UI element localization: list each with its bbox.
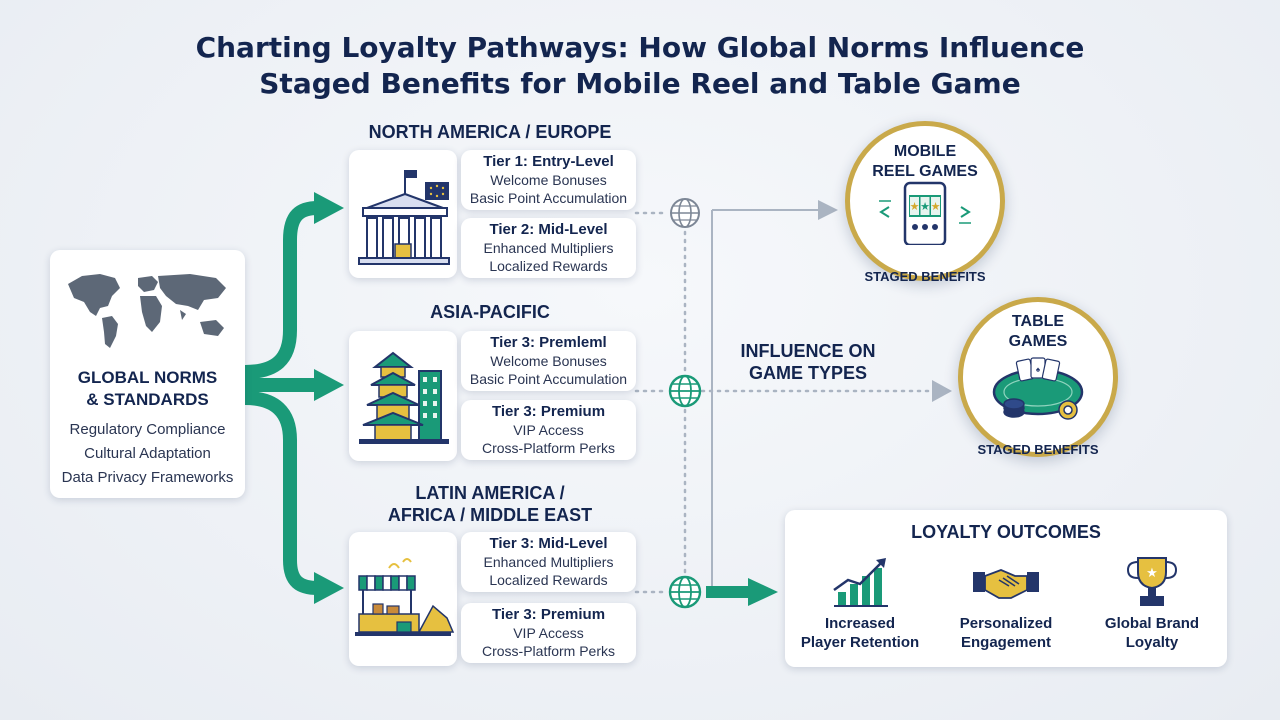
tier-title: Tier 3: Premium xyxy=(491,403,606,420)
global-norms-title-line1: GLOBAL NORMS xyxy=(77,368,218,387)
outcome-label-line1: Increased xyxy=(824,615,896,632)
tier-box: Tier 3: Premlеml Welcome Bonuses Basic P… xyxy=(461,331,636,391)
tier-benefit: Welcome Bonuses xyxy=(490,353,607,369)
tier-box: Tier 3: Premium VIP Access Cross-Platfor… xyxy=(461,603,636,663)
region-label-north-america-europe: NORTH AMERICA / EUROPE xyxy=(345,121,635,143)
game-type-title-line1: TABLE xyxy=(1011,313,1065,330)
game-type-title-line2: REEL GAMES xyxy=(872,163,978,180)
globe-icon xyxy=(668,374,702,408)
tier-benefit: Cross-Platform Perks xyxy=(481,643,616,659)
outcome-item: Personalized Engagement xyxy=(936,554,1076,652)
svg-text:★: ★ xyxy=(910,201,920,213)
game-type-title-line2: GAMES xyxy=(1008,333,1068,350)
globe-icon xyxy=(668,575,702,609)
region-image-card xyxy=(349,150,457,278)
page-title-line1: Charting Loyalty Pathways: How Global No… xyxy=(195,31,1085,64)
outcome-label: Increased Player Retention xyxy=(790,614,930,652)
tier-title: Tier 3: Mid-Level xyxy=(489,535,608,552)
tier-benefit: Cross-Platform Perks xyxy=(481,440,616,456)
teal-arrowheads xyxy=(314,192,344,604)
outcome-label-line1: Personalized xyxy=(959,615,1053,632)
teal-branch-arrows xyxy=(244,201,319,595)
outcome-label-line2: Player Retention xyxy=(800,634,920,651)
outcome-label-line2: Engagement xyxy=(960,634,1051,651)
page-title: Charting Loyalty Pathways: How Global No… xyxy=(140,30,1140,102)
outcome-label-line1: Global Brand xyxy=(1104,615,1200,632)
tier-benefit: Basic Point Accumulation xyxy=(469,371,628,387)
tier-benefit: Enhanced Multipliers xyxy=(483,554,614,570)
region-label-line: ASIA-PACIFIC xyxy=(430,302,550,322)
game-type-title: TABLE GAMES xyxy=(963,312,1113,352)
outcome-label: Personalized Engagement xyxy=(936,614,1076,652)
tier-benefit: VIP Access xyxy=(513,625,584,641)
global-norms-list: Regulatory Compliance Cultural Adaptatio… xyxy=(50,418,245,490)
government-building-icon xyxy=(358,170,450,265)
region-label-line: LATIN AMERICA / xyxy=(415,483,565,503)
svg-text:★: ★ xyxy=(1146,565,1158,580)
gray-arrowheads xyxy=(818,200,952,402)
region-image-card xyxy=(349,331,457,461)
market-stall-icon xyxy=(355,558,455,636)
staged-benefits-label: STAGED BENEFITS xyxy=(864,269,986,284)
tier-title: Tier 1: Entry-Level xyxy=(483,153,614,170)
page-title-line2: Staged Benefits for Mobile Reel and Tabl… xyxy=(259,67,1021,100)
global-norm-item: Data Privacy Frameworks xyxy=(61,469,234,486)
staged-benefits-label: STAGED BENEFITS xyxy=(977,442,1099,457)
tier-title: Tier 2: Mid-Level xyxy=(489,221,608,238)
tier-benefit: Localized Rewards xyxy=(489,572,608,588)
mobile-reel-games-circle: MOBILE REEL GAMES ★ ★ ★ STAGED BENEFITS xyxy=(845,121,1005,284)
svg-text:★: ★ xyxy=(931,201,941,213)
global-norm-item: Cultural Adaptation xyxy=(84,445,211,462)
globe-icon xyxy=(670,198,700,228)
tier-box: Tier 2: Mid-Level Enhanced Multipliers L… xyxy=(461,218,636,278)
slot-machine-phone-icon: ★ ★ ★ xyxy=(879,181,971,245)
world-map-icon xyxy=(68,274,226,348)
region-label-asia-pacific: ASIA-PACIFIC xyxy=(345,301,635,323)
handshake-icon xyxy=(973,569,1039,599)
outcome-item: Increased Player Retention xyxy=(790,554,930,652)
tier-benefit: VIP Access xyxy=(513,422,584,438)
influence-label-line1: INFLUENCE ON xyxy=(740,341,876,361)
game-type-title: MOBILE REEL GAMES xyxy=(850,142,1000,182)
svg-text:★: ★ xyxy=(920,201,930,213)
gray-bracket xyxy=(711,209,820,590)
tier-box: Tier 3: Premium VIP Access Cross-Platfor… xyxy=(461,400,636,460)
region-image-card xyxy=(349,532,457,666)
tier-benefit: Basic Point Accumulation xyxy=(469,190,628,206)
loyalty-outcomes-title: LOYALTY OUTCOMES xyxy=(911,522,1101,542)
pagoda-skyline-icon xyxy=(359,351,449,444)
tier-benefit: Welcome Bonuses xyxy=(490,172,607,188)
loyalty-outcomes-card: LOYALTY OUTCOMES Increased Player Retent… xyxy=(785,510,1227,667)
global-norms-title: GLOBAL NORMS & STANDARDS xyxy=(50,367,245,411)
outcome-item: ★ Global Brand Loyalty xyxy=(1082,554,1222,652)
influence-label-line2: GAME TYPES xyxy=(748,363,868,383)
outcome-arrow xyxy=(706,578,778,606)
global-norms-title-line2: & STANDARDS xyxy=(86,390,209,409)
growth-chart-icon xyxy=(833,558,888,607)
region-label-latam-africa-me: LATIN AMERICA / AFRICA / MIDDLE EAST xyxy=(345,482,635,526)
tier-title: Tier 3: Premium xyxy=(491,606,606,623)
global-norm-item: Regulatory Compliance xyxy=(69,421,226,438)
global-norms-card: GLOBAL NORMS & STANDARDS Regulatory Comp… xyxy=(50,250,245,498)
table-games-circle: TABLE GAMES ♠ STAGED BENEFITS xyxy=(958,297,1118,457)
tier-box: Tier 3: Mid-Level Enhanced Multipliers L… xyxy=(461,532,636,592)
region-label-line: AFRICA / MIDDLE EAST xyxy=(387,505,593,525)
region-label-line: NORTH AMERICA / EUROPE xyxy=(368,122,612,142)
outcome-label: Global Brand Loyalty xyxy=(1082,614,1222,652)
svg-text:♠: ♠ xyxy=(1036,365,1041,374)
dotted-connectors xyxy=(634,211,932,594)
tier-benefit: Localized Rewards xyxy=(489,258,608,274)
game-type-title-line1: MOBILE xyxy=(893,143,957,160)
outcome-label-line2: Loyalty xyxy=(1125,634,1179,651)
influence-label: INFLUENCE ON GAME TYPES xyxy=(718,340,898,384)
card-table-icon: ♠ xyxy=(992,357,1084,420)
trophy-icon: ★ xyxy=(1126,557,1178,606)
tier-benefit: Enhanced Multipliers xyxy=(483,240,614,256)
tier-box: Tier 1: Entry-Level Welcome Bonuses Basi… xyxy=(461,150,636,210)
tier-title: Tier 3: Premlеml xyxy=(490,334,607,351)
